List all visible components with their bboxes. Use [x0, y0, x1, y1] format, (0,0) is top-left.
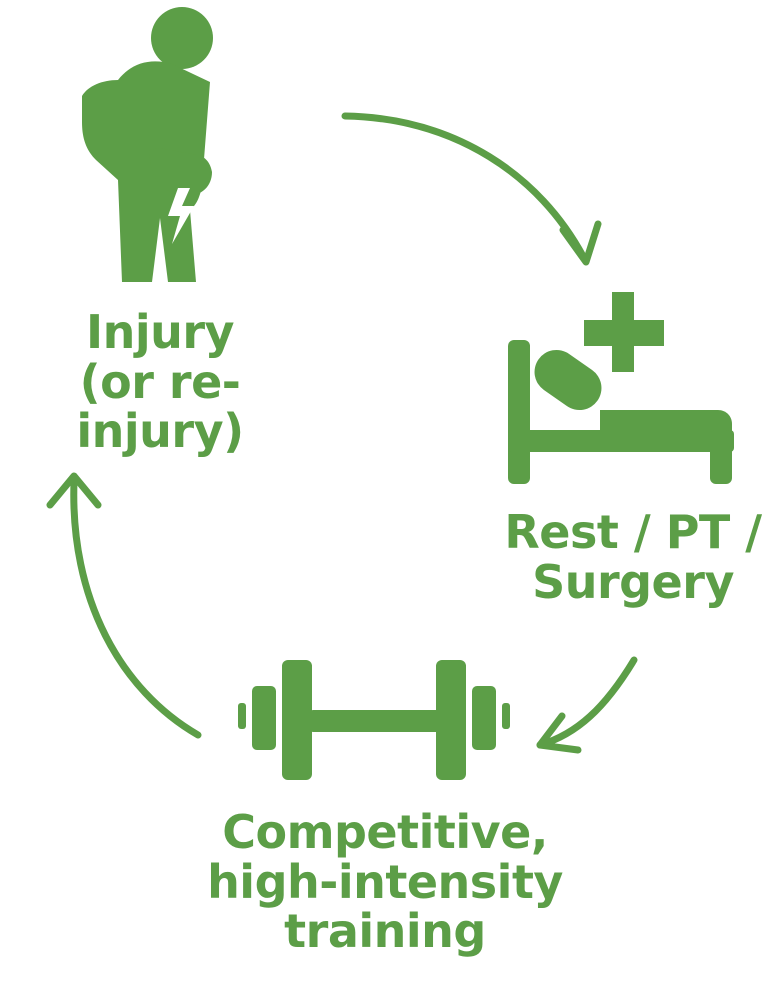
arrow-training-to-injury [46, 472, 202, 739]
injured-person-icon [82, 7, 213, 282]
injury-label-line2: (or re-injury) [76, 354, 244, 459]
dumbbell-icon [238, 660, 510, 780]
arrow-rest-to-training [536, 656, 638, 754]
arrow-injury-to-rest [341, 112, 602, 266]
rest-label-line1: Rest / PT / [504, 505, 762, 559]
injury-label-line1: Injury [85, 305, 235, 359]
training-label-line2: high-intensity [207, 854, 563, 909]
rest-label: Rest / PT / Surgery [488, 505, 778, 609]
injury-label: Injury (or re-injury) [0, 305, 320, 459]
hospital-bed-icon [508, 292, 734, 484]
training-label: Competitive, high-intensity training [150, 805, 620, 959]
training-label-line1: Competitive, [222, 805, 548, 859]
rest-label-line2: Surgery [532, 554, 734, 609]
training-label-line3: training [284, 904, 486, 959]
